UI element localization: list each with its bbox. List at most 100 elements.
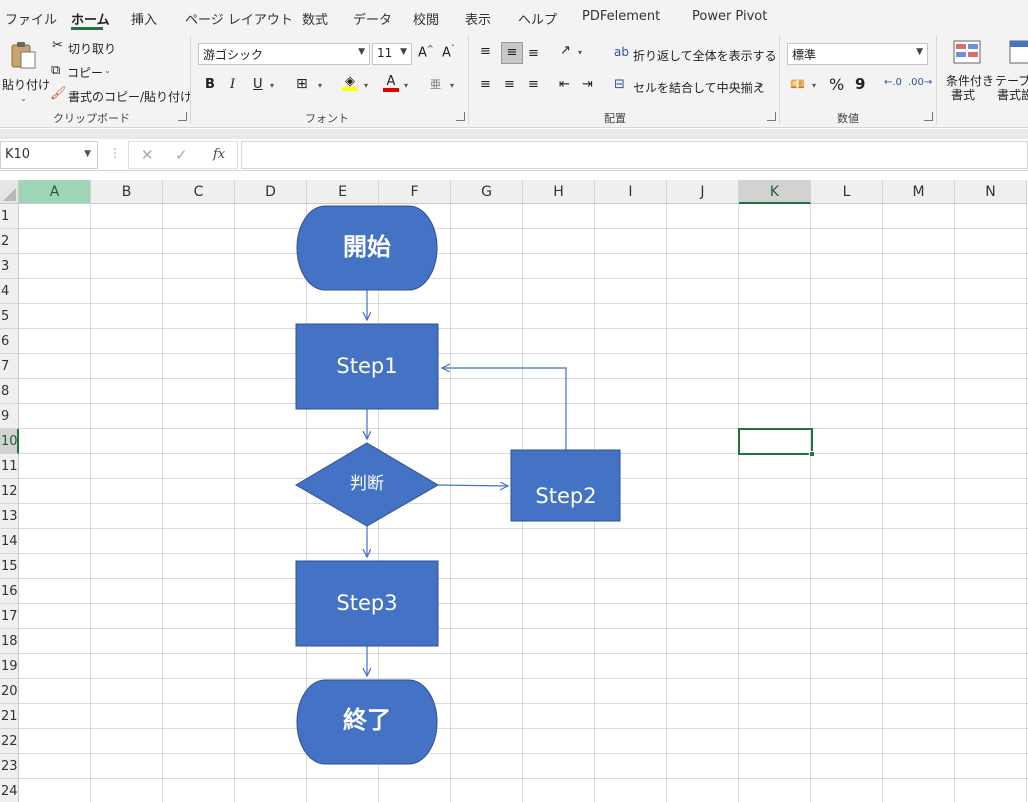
format-painter-button[interactable]: 書式のコピー/貼り付け [68, 90, 193, 104]
chevron-down-icon[interactable]: ▾ [450, 81, 455, 90]
borders-icon[interactable]: ⊞ [296, 76, 308, 92]
row-header-18[interactable]: 18 [0, 629, 19, 654]
row-header-22[interactable]: 22 [0, 729, 19, 754]
bold-button[interactable]: B [205, 77, 215, 92]
chevron-down-icon[interactable]: ▾ [364, 81, 369, 90]
chevron-down-icon[interactable]: ▾ [270, 81, 275, 90]
font-name-select[interactable]: 游ゴシック▼ [198, 43, 370, 65]
row-header-23[interactable]: 23 [0, 754, 19, 779]
column-header-g[interactable]: G [451, 180, 523, 204]
column-header-l[interactable]: L [811, 180, 883, 204]
fill-handle[interactable] [809, 451, 815, 457]
merge-center-button[interactable]: セルを結合して中央揃え [633, 81, 765, 95]
row-header-13[interactable]: 13 [0, 504, 19, 529]
font-launcher-icon[interactable] [456, 112, 465, 121]
row-header-16[interactable]: 16 [0, 579, 19, 604]
column-header-i[interactable]: I [595, 180, 667, 204]
column-header-k[interactable]: K [739, 180, 811, 204]
row-header-19[interactable]: 19 [0, 654, 19, 679]
row-header-11[interactable]: 11 [0, 454, 19, 479]
fill-color-icon[interactable]: ◈ [342, 74, 358, 91]
column-header-b[interactable]: B [91, 180, 163, 204]
tab-home[interactable]: ホーム [71, 13, 110, 28]
arrow-step2-to-step1[interactable] [442, 368, 567, 450]
row-header-1[interactable]: 1 [0, 204, 19, 229]
font-color-icon[interactable]: A [383, 74, 399, 92]
row-header-17[interactable]: 17 [0, 604, 19, 629]
column-header-n[interactable]: N [955, 180, 1027, 204]
number-format-select[interactable]: 標準▼ [787, 43, 928, 65]
increase-font-icon[interactable]: A^ [418, 44, 434, 61]
tab-review[interactable]: 校閲 [413, 13, 440, 28]
tab-file[interactable]: ファイル [5, 13, 58, 28]
cancel-icon[interactable]: ✕ [141, 146, 154, 164]
select-all-button[interactable] [0, 180, 19, 204]
arrow-decision-to-step2[interactable] [437, 485, 508, 486]
currency-icon[interactable]: 💴 [790, 77, 805, 91]
column-header-c[interactable]: C [163, 180, 235, 204]
conditional-formatting-button[interactable]: 条件付き 書式 [944, 38, 994, 104]
row-header-4[interactable]: 4 [0, 279, 19, 304]
decrease-font-icon[interactable]: Aˇ [442, 44, 455, 61]
row-header-5[interactable]: 5 [0, 304, 19, 329]
decrease-indent-icon[interactable]: ⇤ [559, 77, 570, 92]
paste-button[interactable]: 貼り付け ⌄ [2, 38, 50, 103]
column-header-e[interactable]: E [307, 180, 379, 204]
tab-power-pivot[interactable]: Power Pivot [692, 9, 768, 24]
align-top-icon[interactable]: ≡ [480, 44, 491, 59]
phonetic-icon[interactable]: 亜 [430, 78, 441, 91]
tab-help[interactable]: ヘルプ [518, 13, 558, 28]
row-header-20[interactable]: 20 [0, 679, 19, 704]
tab-data[interactable]: データ [353, 13, 393, 28]
row-header-15[interactable]: 15 [0, 554, 19, 579]
align-bottom-icon[interactable]: ≡ [528, 46, 539, 61]
column-header-a[interactable]: A [19, 180, 91, 204]
row-header-14[interactable]: 14 [0, 529, 19, 554]
column-header-f[interactable]: F [379, 180, 451, 204]
decrease-decimal-icon[interactable]: .00→ [908, 77, 933, 88]
step1-process[interactable] [295, 323, 439, 410]
column-header-j[interactable]: J [667, 180, 739, 204]
comma-button[interactable]: 9 [855, 75, 866, 93]
increase-decimal-icon[interactable]: ←.0 [884, 77, 902, 88]
align-center-icon[interactable]: ≡ [504, 77, 515, 92]
row-header-9[interactable]: 9 [0, 404, 19, 429]
font-size-select[interactable]: 11▼ [372, 43, 412, 65]
chevron-down-icon[interactable]: ▾ [812, 81, 817, 90]
column-header-h[interactable]: H [523, 180, 595, 204]
cut-button[interactable]: 切り取り [68, 42, 117, 56]
copy-button[interactable]: コピー [67, 66, 104, 80]
active-cell-k10[interactable] [738, 428, 813, 455]
increase-indent-icon[interactable]: ⇥ [582, 77, 593, 92]
tab-page-layout[interactable]: ページ レイアウト [185, 13, 293, 28]
row-header-8[interactable]: 8 [0, 379, 19, 404]
italic-button[interactable]: I [230, 77, 236, 92]
chevron-down-icon[interactable]: ▾ [318, 81, 323, 90]
decision-diamond[interactable] [295, 442, 439, 527]
clipboard-launcher-icon[interactable] [178, 112, 187, 121]
alignment-launcher-icon[interactable] [767, 112, 776, 121]
orientation-icon[interactable]: ↗ [560, 43, 571, 58]
tab-insert[interactable]: 挿入 [131, 13, 158, 28]
format-as-table-button[interactable]: テーブル 書式設 [995, 38, 1028, 104]
percent-button[interactable]: % [829, 75, 845, 94]
insert-function-button[interactable]: fx [213, 147, 226, 162]
start-terminator[interactable] [296, 205, 438, 291]
number-launcher-icon[interactable] [924, 112, 933, 121]
wrap-text-button[interactable]: 折り返して全体を表示する [633, 49, 777, 63]
tab-view[interactable]: 表示 [465, 13, 492, 28]
row-header-12[interactable]: 12 [0, 479, 19, 504]
align-middle-icon[interactable]: ≡ [501, 42, 523, 64]
row-header-21[interactable]: 21 [0, 704, 19, 729]
end-terminator[interactable] [296, 679, 438, 765]
column-header-d[interactable]: D [235, 180, 307, 204]
column-header-m[interactable]: M [883, 180, 955, 204]
row-header-2[interactable]: 2 [0, 229, 19, 254]
chevron-down-icon[interactable]: ▾ [578, 48, 583, 57]
step3-process[interactable] [295, 560, 439, 647]
enter-icon[interactable]: ✓ [175, 146, 188, 164]
row-header-7[interactable]: 7 [0, 354, 19, 379]
step2-process[interactable] [510, 449, 621, 522]
formula-input[interactable] [241, 141, 1028, 169]
